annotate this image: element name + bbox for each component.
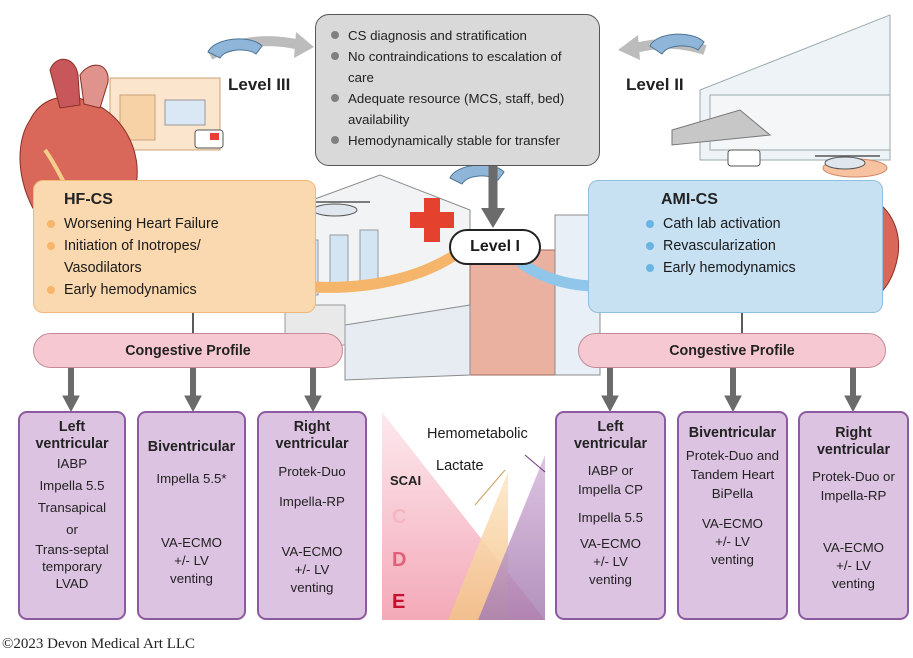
device-line: VA-ECMO +/- LV venting [822,540,885,591]
device-line: Protek-Duo and Tandem Heart BiPella [685,448,780,501]
device-box-biventricular: Biventricular Impella 5.5* VA-ECMO +/- L… [137,411,246,620]
hf-cs-item: Worsening Heart Failure [46,213,305,235]
device-line: or [66,522,78,537]
device-box-title: Biventricular [688,425,777,441]
device-line: VA-ECMO +/- LV venting [579,536,642,587]
criteria-item: No contraindications to escalation of ca… [330,46,591,88]
profile-arrows [62,368,862,413]
red-cross-icon [410,198,454,242]
device-line: Impella 5.5 [577,510,644,525]
copyright-text: ©2023 Devon Medical Art LLC [2,636,196,652]
device-line: Trans-septal temporary LVAD [35,542,109,591]
phone-icon [207,38,263,59]
scai-stage-c: C [392,506,407,528]
device-line: Protek-Duo [278,464,346,479]
device-line: Protek-Duo or Impella-RP [812,469,895,503]
device-box-left-ventricular: Left ventricular IABP Impella 5.5 Transa… [18,411,126,620]
criteria-item: Hemodynamically stable for transfer [330,130,591,151]
congestive-profile-left: Congestive Profile [33,333,343,368]
device-box-title: Right ventricular [275,419,349,452]
scai-stage-d: D [392,549,407,571]
device-box-right-ventricular: Right ventricular Protek-Duo Impella-RP … [257,411,367,620]
device-line: IABP or Impella CP [577,463,644,497]
ami-cs-item: Revascularization [645,235,872,257]
scai-label: SCAI [390,473,422,488]
device-line: VA-ECMO +/- LV venting [281,544,343,595]
device-box-right-ventricular: Right ventricular Protek-Duo or Impella-… [798,411,909,620]
ami-cs-item: Early hemodynamics [645,257,872,279]
level-i-label: Level I [449,229,541,265]
hf-cs-panel: HF-CS Worsening Heart Failure Initiation… [33,180,316,313]
congestive-profile-right: Congestive Profile [578,333,886,368]
device-box-title: Right ventricular [816,425,891,458]
device-line: Impella 5.5 [39,478,105,493]
helicopter-icon [815,155,880,170]
device-box-left-ventricular: Left ventricular IABP or Impella CP Impe… [555,411,666,620]
hf-cs-item: Initiation of Inotropes/ Vasodilators [46,235,264,279]
device-line: VA-ECMO +/- LV venting [701,516,764,567]
criteria-item: Adequate resource (MCS, staff, bed) avai… [330,88,591,130]
ami-cs-item: Cath lab activation [645,213,872,235]
hemometabolic-label: Hemometabolic [427,426,528,442]
transfer-criteria-box: CS diagnosis and stratification No contr… [315,14,600,166]
right-hospital-illustration [671,14,891,178]
scai-graphic [382,412,546,620]
device-line: IABP [56,456,88,471]
device-line: VA-ECMO +/- LV venting [160,535,223,586]
phone-icon [649,33,705,55]
level-iii-label: Level III [228,75,291,94]
device-line: Transapical [37,500,107,515]
device-line: Impella-RP [279,494,345,509]
hf-cs-title: HF-CS [64,191,113,208]
scai-stage-e: E [392,591,406,613]
device-box-title: Biventricular [147,439,236,455]
device-box-title: Left ventricular [35,419,109,452]
ami-cs-panel: AMI-CS Cath lab activation Revasculariza… [588,180,883,313]
ami-cs-title: AMI-CS [661,191,718,208]
level-ii-label: Level II [626,75,684,94]
hf-cs-item: Early hemodynamics [46,279,305,301]
criteria-item: CS diagnosis and stratification [330,25,591,46]
down-arrow [481,208,505,228]
device-line: Impella 5.5* [156,471,227,486]
device-box-title: Left ventricular [573,419,648,452]
device-box-biventricular: Biventricular Protek-Duo and Tandem Hear… [677,411,788,620]
lactate-label: Lactate [436,458,484,474]
